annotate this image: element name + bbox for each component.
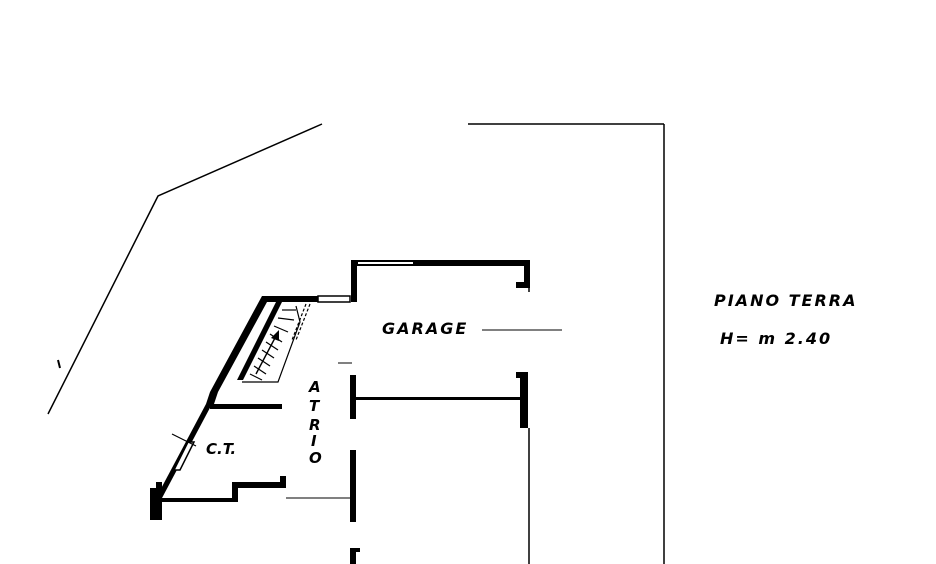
ct-room-walls	[150, 404, 286, 520]
floor-height: H= m 2.40	[720, 329, 832, 348]
atrio-letter-2: T	[309, 397, 321, 415]
boundary-tick	[57, 359, 61, 369]
atrio-walls	[350, 450, 360, 564]
site-boundary	[47, 123, 665, 564]
atrio-letter-3: R	[309, 416, 321, 434]
garage-walls	[350, 260, 530, 428]
ct-window-mark	[171, 433, 197, 447]
atrio-label: A T R I O	[308, 378, 322, 467]
garage-label: GARAGE	[382, 319, 468, 338]
floor-title: PIANO TERRA	[714, 291, 858, 310]
atrio-letter-1: A	[308, 378, 321, 396]
atrio-letter-5: O	[309, 449, 322, 467]
staircase	[206, 295, 351, 404]
garage-axis-line	[338, 329, 562, 364]
atrio-letter-4: I	[311, 432, 317, 450]
ct-label: C.T.	[206, 440, 236, 458]
